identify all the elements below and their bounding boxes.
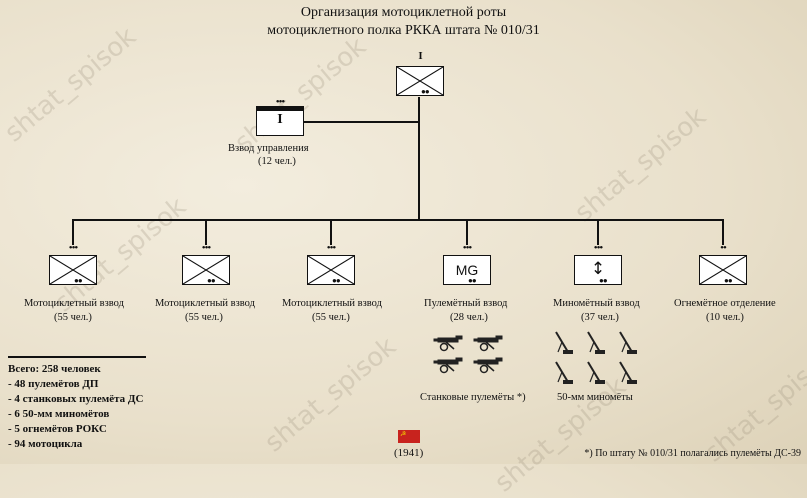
unit-symbol	[182, 255, 230, 285]
totals-line: - 6 50-мм миномётов	[8, 408, 110, 420]
mortar-icon	[619, 331, 637, 354]
totals-line: - 48 пулемётов ДП	[8, 378, 99, 390]
motorized-mark: ●●	[74, 276, 83, 285]
mg-symbol-text: MG	[455, 262, 479, 278]
ussr-flag: ☭	[398, 430, 420, 443]
connector-unit-3	[330, 219, 332, 245]
echelon-dots: •••	[326, 242, 337, 254]
platoon-4-count: (28 чел.)	[450, 312, 488, 323]
platoon-2-name: Мотоциклетный взвод	[155, 298, 255, 309]
totals-line: Всего: 258 человек	[8, 363, 101, 375]
footnote: *) По штату № 010/31 полагались пулемёты…	[584, 448, 801, 459]
machine-gun-icon	[473, 335, 503, 352]
platoon-5-name: Миномётный взвод	[553, 298, 640, 309]
mortar-icon	[619, 361, 637, 384]
mortar-icon	[587, 331, 605, 354]
diagram-title-line2: мотоциклетного полка РККА штата № 010/31	[267, 23, 540, 38]
echelon-dots: •••	[68, 242, 79, 254]
machine-gun-icon	[473, 357, 503, 374]
diagram-title-line1: Организация мотоциклетной роты	[300, 5, 507, 20]
unit-symbol	[307, 255, 355, 285]
watermark: shtat_spisok	[229, 31, 372, 159]
platoon-4-name: Пулемётный взвод	[424, 298, 508, 309]
totals-line: - 94 мотоцикла	[8, 438, 83, 450]
control-symbol: I	[256, 106, 304, 136]
motorized-mark: ●●	[421, 87, 430, 96]
connector-unit-2	[205, 219, 207, 245]
echelon-mark: I	[418, 50, 422, 62]
echelon-dots: •••	[201, 242, 212, 254]
machine-gun-icons	[433, 335, 503, 374]
connector-control-horizontal	[278, 121, 419, 123]
connector-unit-4	[466, 219, 468, 245]
company-symbol	[396, 66, 444, 96]
platoon-5-count: (37 чел.)	[581, 312, 619, 323]
platoon-1-name: Мотоциклетный взвод	[24, 298, 124, 309]
connector-unit-5	[597, 219, 599, 245]
unit-symbol: MG	[443, 255, 491, 285]
control-symbol-text: I	[277, 112, 283, 127]
connector-hq-vertical	[418, 97, 420, 220]
echelon-dots: ••	[720, 242, 727, 254]
platoon-6-name: Огнемётное отделение	[674, 298, 776, 309]
machine-guns-caption: Станковые пулемёты *)	[420, 392, 526, 403]
unit-symbol: ↕	[574, 255, 622, 285]
platoon-6-count: (10 чел.)	[706, 312, 744, 323]
motorized-mark: ●●	[599, 276, 608, 285]
totals-list: Всего: 258 человек - 48 пулемётов ДП - 4…	[8, 362, 143, 452]
echelon-dots: •••	[275, 96, 286, 108]
mortar-symbol: ↕	[590, 259, 606, 279]
mortar-icon	[587, 361, 605, 384]
motorized-mark: ●●	[468, 276, 477, 285]
totals-divider	[8, 356, 146, 358]
machine-gun-icon	[433, 335, 463, 352]
year-label: (1941)	[394, 447, 424, 459]
unit-symbol	[49, 255, 97, 285]
hammer-sickle-icon: ☭	[400, 430, 407, 438]
machine-gun-icon	[433, 357, 463, 374]
totals-line: - 5 огнемётов РОКС	[8, 423, 107, 435]
connector-horizontal-bus	[72, 219, 724, 221]
mortar-icon	[555, 361, 573, 384]
watermark: shtat_spisok	[569, 101, 712, 229]
motorized-mark: ●●	[724, 276, 733, 285]
totals-line: - 4 станковых пулемёта ДС	[8, 393, 144, 405]
unit-symbol	[699, 255, 747, 285]
control-platoon-count: (12 чел.)	[258, 156, 296, 167]
platoon-3-count: (55 чел.)	[312, 312, 350, 323]
control-platoon-name: Взвод управления	[228, 143, 309, 154]
echelon-dots: •••	[462, 242, 473, 254]
mortar-icon	[555, 331, 573, 354]
connector-unit-6	[722, 219, 724, 245]
mortars-caption: 50-мм миномёты	[557, 392, 633, 403]
mortar-icons	[555, 331, 637, 384]
watermark: shtat_spisok	[0, 21, 142, 149]
platoon-2-count: (55 чел.)	[185, 312, 223, 323]
echelon-dots: •••	[593, 242, 604, 254]
connector-unit-1	[72, 219, 74, 245]
watermark: shtat_spisok	[259, 331, 402, 459]
platoon-1-count: (55 чел.)	[54, 312, 92, 323]
platoon-3-name: Мотоциклетный взвод	[282, 298, 382, 309]
motorized-mark: ●●	[207, 276, 216, 285]
motorized-mark: ●●	[332, 276, 341, 285]
